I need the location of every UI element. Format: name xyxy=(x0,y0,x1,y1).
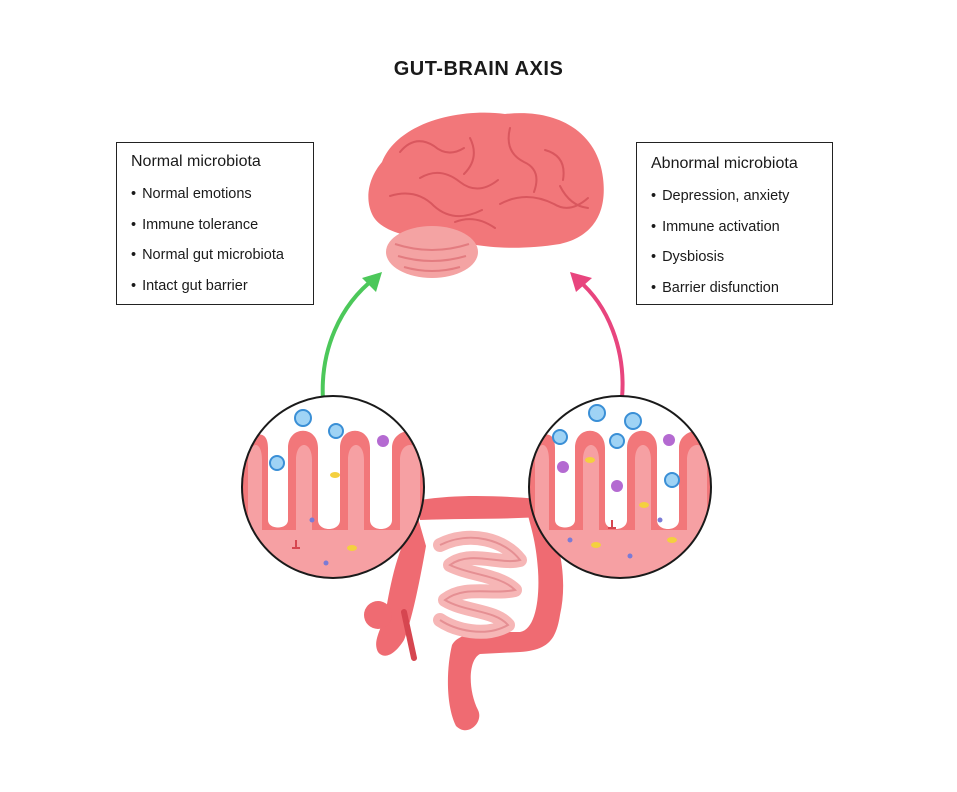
normal-item: Normal emotions xyxy=(131,179,299,210)
abnormal-microbiota-box: Abnormal microbiota Depression, anxiety … xyxy=(636,142,833,305)
normal-microbiota-box: Normal microbiota Normal emotions Immune… xyxy=(116,142,314,305)
diagram-title: GUT-BRAIN AXIS xyxy=(393,58,564,80)
abnormal-item: Dysbiosis xyxy=(651,242,818,273)
abnormal-microbiota-list: Depression, anxiety Immune activation Dy… xyxy=(651,181,818,303)
abnormal-item: Barrier disfunction xyxy=(651,273,818,304)
abnormal-item: Immune activation xyxy=(651,212,818,243)
normal-villi-magnifier xyxy=(241,395,425,579)
normal-arrowhead xyxy=(362,272,382,292)
normal-microbiota-heading: Normal microbiota xyxy=(131,153,261,170)
normal-microbiota-list: Normal emotions Immune tolerance Normal … xyxy=(131,179,299,301)
normal-item: Intact gut barrier xyxy=(131,271,299,302)
normal-arrow xyxy=(320,276,377,401)
abnormal-arrowhead xyxy=(570,272,592,292)
brain-icon xyxy=(368,112,604,278)
abnormal-villi-magnifier xyxy=(528,395,712,579)
abnormal-microbiota-heading: Abnormal microbiota xyxy=(651,155,798,172)
abnormal-arrow xyxy=(576,278,625,399)
normal-item: Normal gut microbiota xyxy=(131,240,299,271)
normal-item: Immune tolerance xyxy=(131,210,299,241)
abnormal-item: Depression, anxiety xyxy=(651,181,818,212)
